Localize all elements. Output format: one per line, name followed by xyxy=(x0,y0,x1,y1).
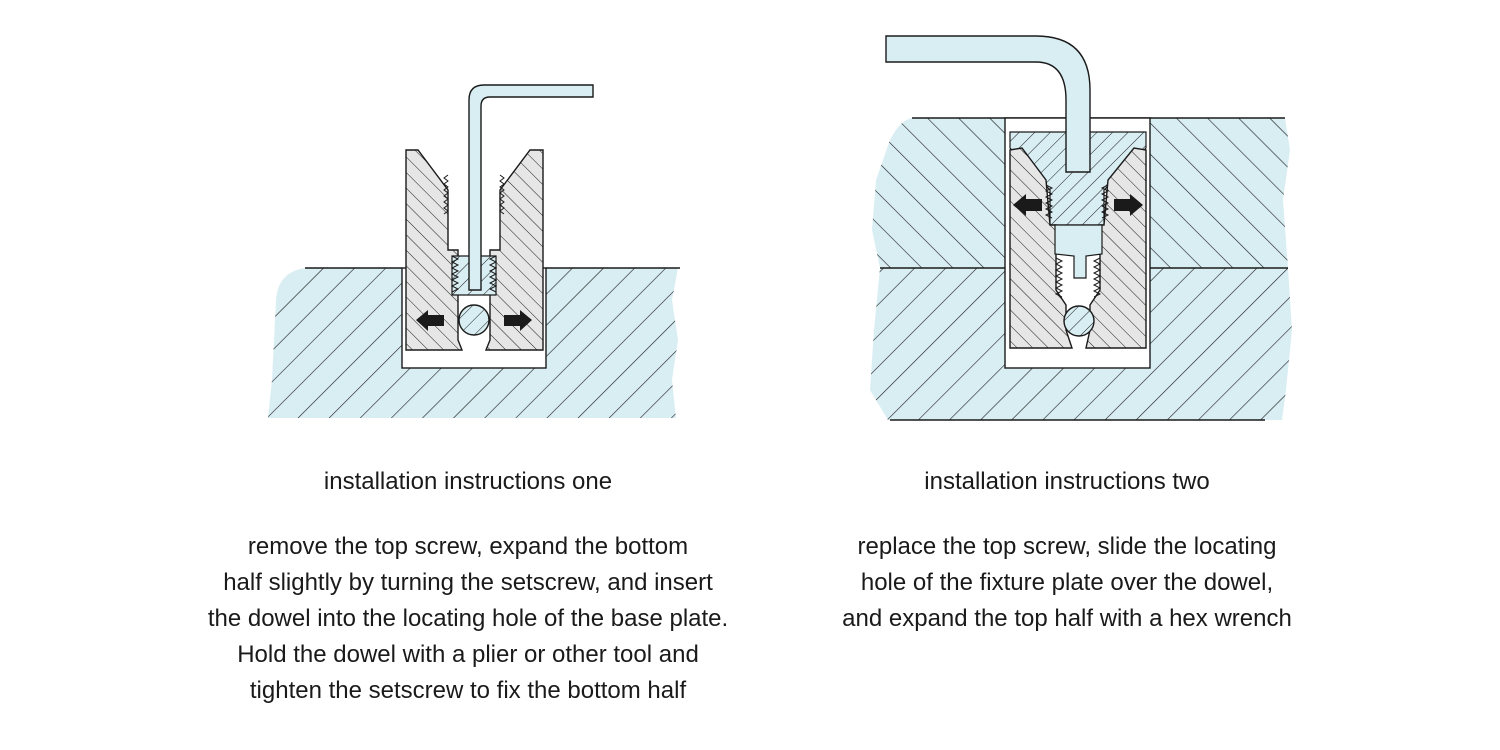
caption-line: half slightly by turning the setscrew, a… xyxy=(223,569,713,596)
caption-line: tighten the setscrew to fix the bottom h… xyxy=(249,677,687,704)
fixture-plate xyxy=(872,118,1290,268)
hex-wrench-two xyxy=(885,35,1091,173)
diagram-two xyxy=(870,35,1292,421)
base-plate xyxy=(268,268,678,418)
panel-two-caption: replace the top screw, slide the locatin… xyxy=(767,529,1367,637)
dowel-two xyxy=(1063,305,1095,337)
panel-one-caption: remove the top screw, expand the bottom … xyxy=(168,529,768,709)
panel-one-title: installation instructions one xyxy=(323,468,613,495)
caption-line: remove the top screw, expand the bottom xyxy=(247,533,689,560)
arrow-left-icon xyxy=(1013,194,1042,216)
screw-head xyxy=(1054,224,1103,279)
arrow-right-icon xyxy=(504,310,532,331)
arrow-right-icon xyxy=(1114,194,1143,216)
caption-line: and expand the top half with a hex wrenc… xyxy=(842,605,1292,632)
clamp-left-half xyxy=(405,149,464,351)
panel-two-title: installation instructions two xyxy=(924,468,1210,495)
caption-line: the dowel into the locating hole of the … xyxy=(207,605,729,632)
base-plate-two xyxy=(870,268,1292,420)
arrow-left-icon xyxy=(416,310,444,331)
dowel xyxy=(458,304,490,336)
hex-wrench xyxy=(468,84,594,291)
installation-diagrams xyxy=(268,35,1292,421)
caption-line: Hold the dowel with a plier or other too… xyxy=(237,641,699,668)
caption-line: replace the top screw, slide the locatin… xyxy=(857,533,1277,560)
diagram-one xyxy=(268,84,680,418)
clamp-right-half xyxy=(484,149,544,351)
caption-line: hole of the fixture plate over the dowel… xyxy=(860,569,1274,596)
